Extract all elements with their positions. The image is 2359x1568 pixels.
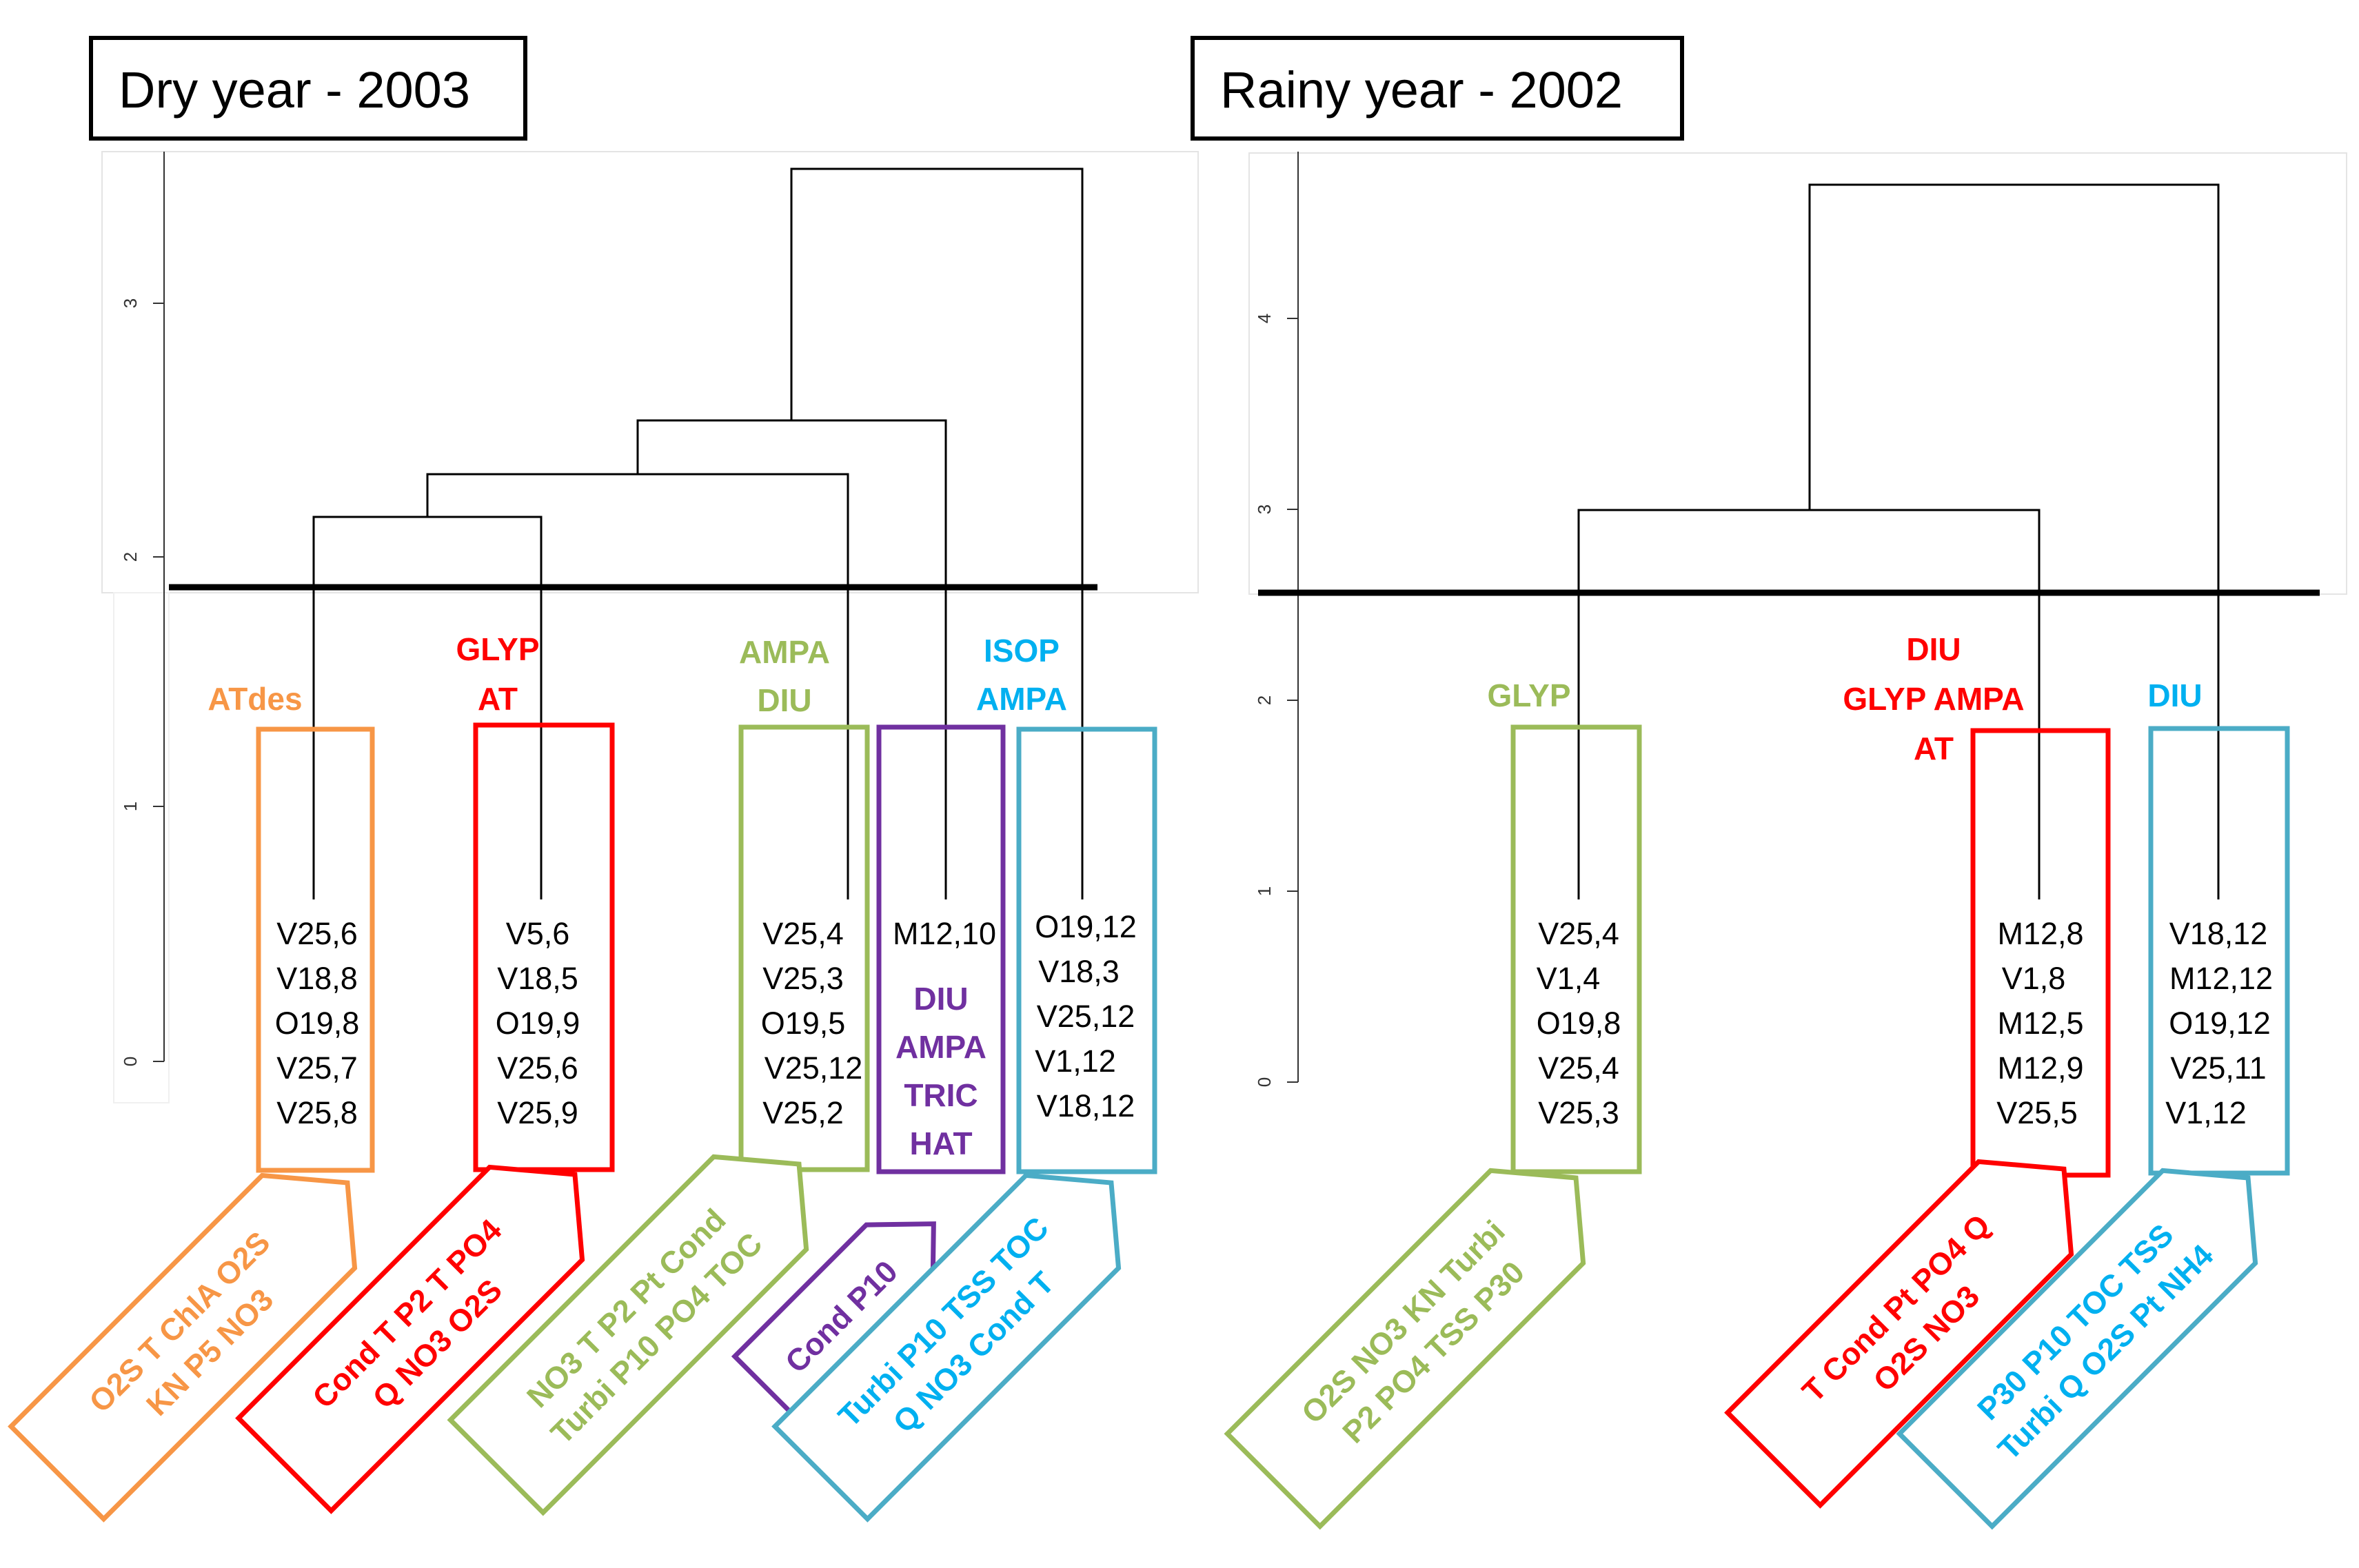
sample-label: V5,6 — [506, 916, 570, 951]
dry-title: Dry year - 2003 — [119, 61, 470, 119]
rainy-y-tick-label: 0 — [1254, 1077, 1275, 1087]
rainy-y-tick-label: 1 — [1254, 886, 1275, 896]
sample-label: V18,5 — [497, 961, 578, 996]
sample-label: V1,4 — [1537, 961, 1601, 996]
sample-label: V18,8 — [276, 961, 358, 996]
sample-label: V25,12 — [765, 1050, 863, 1086]
sample-label: O19,8 — [275, 1006, 360, 1041]
sample-label: V25,9 — [497, 1095, 578, 1130]
sample-label: V25,3 — [762, 961, 844, 996]
cluster-box — [876, 724, 1006, 1174]
sample-label: V18,12 — [1037, 1088, 1135, 1123]
sample-label: M12,12 — [2169, 961, 2273, 996]
gene-label: TRIC — [904, 1077, 978, 1113]
sample-label: V25,3 — [1538, 1095, 1619, 1130]
dry-cluster-isop-ampa: ISOP AMPA O19,12 V18,3 V25,12 V1,12 V18,… — [771, 633, 1157, 1523]
rainy-plot-frame — [1248, 152, 2347, 595]
dry-y-tick-label: 2 — [120, 552, 141, 562]
cluster-box — [1510, 724, 1642, 1174]
sample-label: V18,12 — [2169, 916, 2268, 951]
variable-arrow: O2S T ChlA O2S KN P5 NO3 — [8, 1172, 358, 1523]
dry-plot-frame — [101, 151, 1199, 593]
rainy-y-tick-label: 4 — [1254, 314, 1275, 323]
sample-label: V25,12 — [1037, 999, 1135, 1034]
gene-label: GLYP AMPA — [1843, 681, 2024, 717]
sample-label: M12,10 — [893, 916, 996, 951]
sample-label: V1,12 — [2165, 1095, 2247, 1130]
sample-label: M12,8 — [1997, 916, 2083, 951]
dry-y-axis — [153, 152, 165, 1062]
rainy-dendrogram-links — [1577, 183, 2220, 899]
dry-dendrogram-links — [312, 167, 1084, 899]
gene-label: DIU — [1906, 631, 1961, 667]
sample-label: O19,8 — [1537, 1006, 1621, 1041]
gene-label: AT — [478, 681, 518, 717]
gene-label: AMPA — [976, 681, 1067, 717]
dry-plot-frame-lower — [113, 592, 170, 1103]
rainy-title: Rainy year - 2002 — [1220, 61, 1623, 119]
rainy-y-axis — [1287, 152, 1299, 1083]
variable-arrow: Turbi P10 TSS TOC Q NO3 Cond T — [771, 1172, 1122, 1523]
gene-label: DIU — [757, 682, 811, 718]
gene-label: HAT — [909, 1126, 972, 1161]
gene-label: ATdes — [207, 681, 302, 717]
dry-y-tick-label: 1 — [120, 802, 141, 811]
rainy-cluster-glyp: GLYP V25,4 V1,4 O19,8 V25,4 V25,3 O2S NO… — [1224, 678, 1642, 1530]
dry-title-box: Dry year - 2003 — [89, 36, 527, 141]
rainy-title-box: Rainy year - 2002 — [1191, 36, 1684, 141]
gene-label: AT — [1914, 731, 1954, 766]
sample-label: V25,5 — [1996, 1095, 2078, 1130]
dry-y-tick-label: 0 — [120, 1057, 141, 1066]
sample-label: M12,9 — [1997, 1050, 2083, 1086]
sample-label: V25,2 — [762, 1095, 844, 1130]
sample-label: V25,6 — [497, 1050, 578, 1086]
sample-label: O19,5 — [761, 1006, 846, 1041]
gene-label: DIU — [913, 981, 968, 1017]
cluster-box — [256, 726, 375, 1173]
variable-arrow: O2S NO3 KN Turbi P2 PO4 TSS P30 — [1224, 1168, 1586, 1530]
sample-label: V25,4 — [1538, 916, 1619, 951]
dry-cluster-atdes: ATdes V25,6 V18,8 O19,8 V25,7 V25,8 O2S … — [8, 681, 375, 1523]
gene-label: ISOP — [984, 633, 1060, 669]
sample-label: O19,12 — [2169, 1006, 2271, 1041]
sample-label: V1,12 — [1035, 1043, 1116, 1079]
sample-label: V25,4 — [1538, 1050, 1619, 1086]
sample-label: V25,4 — [762, 916, 844, 951]
sample-label: V1,8 — [2002, 961, 2066, 996]
cluster-box — [738, 724, 870, 1172]
sample-label: V18,3 — [1038, 954, 1120, 989]
rainy-y-tick-label: 3 — [1254, 505, 1275, 514]
sample-label: O19,12 — [1035, 909, 1137, 944]
rainy-y-tick-label: 2 — [1254, 695, 1275, 705]
gene-label: DIU — [2147, 678, 2202, 713]
dry-year-panel: Dry year - 2003 0 1 2 3 ATdes V25,6 V18,… — [8, 36, 1199, 1523]
gene-label: GLYP — [456, 631, 539, 667]
sample-label: V25,11 — [2170, 1050, 2266, 1086]
cluster-box — [1016, 726, 1157, 1174]
gene-label: GLYP — [1487, 678, 1570, 713]
rainy-year-panel: Rainy year - 2002 0 1 2 3 4 GLYP V25,4 V… — [1191, 36, 2347, 1530]
sample-label: V25,8 — [276, 1095, 358, 1130]
sample-label: V25,6 — [276, 916, 358, 951]
sample-label: V25,7 — [276, 1050, 358, 1086]
sample-label: O19,9 — [496, 1006, 580, 1041]
rainy-cluster-diu: DIU V18,12 M12,12 O19,12 V25,11 V1,12 P3… — [1896, 678, 2290, 1530]
gene-label: AMPA — [739, 634, 830, 670]
gene-label: AMPA — [895, 1029, 986, 1065]
dry-y-tick-label: 3 — [120, 298, 141, 308]
sample-label: M12,5 — [1997, 1006, 2083, 1041]
